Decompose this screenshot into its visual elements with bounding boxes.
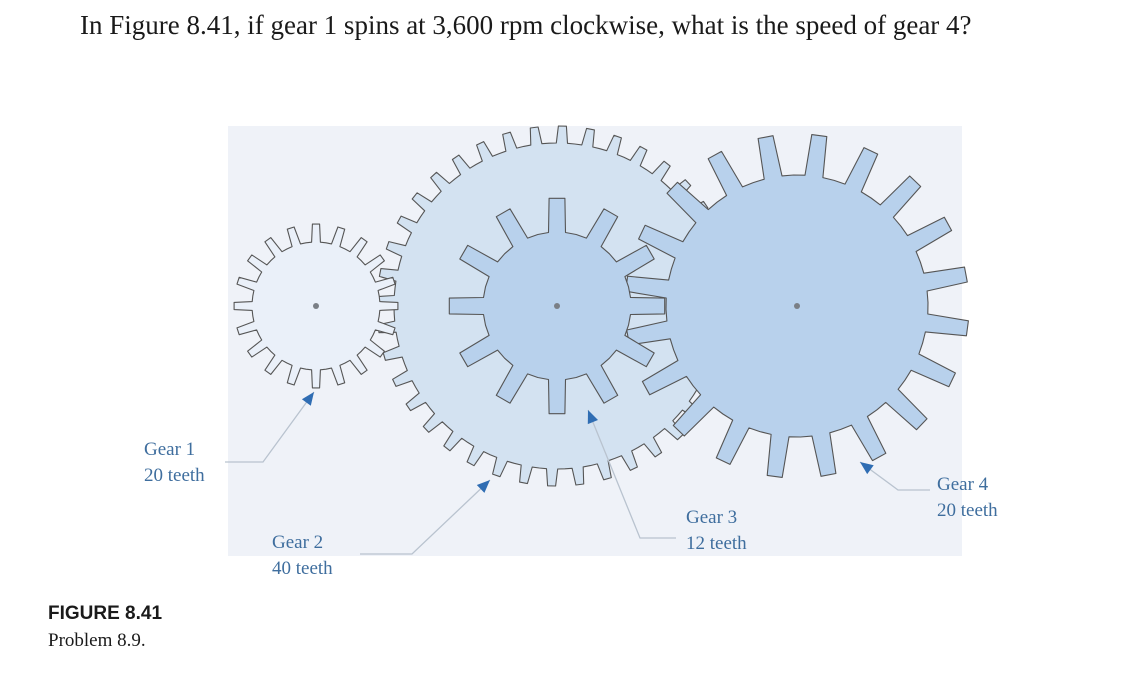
gear2-arrowhead	[476, 480, 490, 493]
gear3-hub	[554, 303, 560, 309]
gear4-hub	[794, 303, 800, 309]
figure-problem: Problem 8.9.	[48, 630, 146, 651]
gear4-name: Gear 4	[937, 474, 989, 495]
gear4-callout: Gear 4 20 teeth	[937, 472, 998, 524]
gear1-teeth: 20 teeth	[144, 465, 205, 486]
gear4-arrowhead	[860, 462, 874, 475]
gear1-name: Gear 1	[144, 439, 196, 460]
gear2-teeth: 40 teeth	[272, 558, 333, 579]
question-text: In Figure 8.41, if gear 1 spins at 3,600…	[80, 10, 972, 40]
gear3-name: Gear 3	[686, 507, 738, 528]
gear1-callout: Gear 1 20 teeth	[144, 437, 205, 489]
figure-number: FIGURE 8.41	[48, 603, 163, 624]
gear3-arrowhead	[587, 410, 598, 425]
gear1-arrowhead	[301, 392, 314, 406]
gear3-callout: Gear 3 12 teeth	[686, 505, 747, 557]
gear3-leader-line	[587, 409, 676, 539]
gear3-teeth: 12 teeth	[686, 533, 747, 554]
gear4-teeth: 20 teeth	[937, 500, 998, 521]
gear4-leader-line	[859, 461, 930, 491]
gear2-callout: Gear 2 40 teeth	[272, 530, 333, 582]
gear2-leader-line	[360, 479, 491, 555]
gear1-hub	[313, 303, 319, 309]
gear2-name: Gear 2	[272, 532, 324, 553]
gear1-leader-line	[225, 391, 315, 463]
